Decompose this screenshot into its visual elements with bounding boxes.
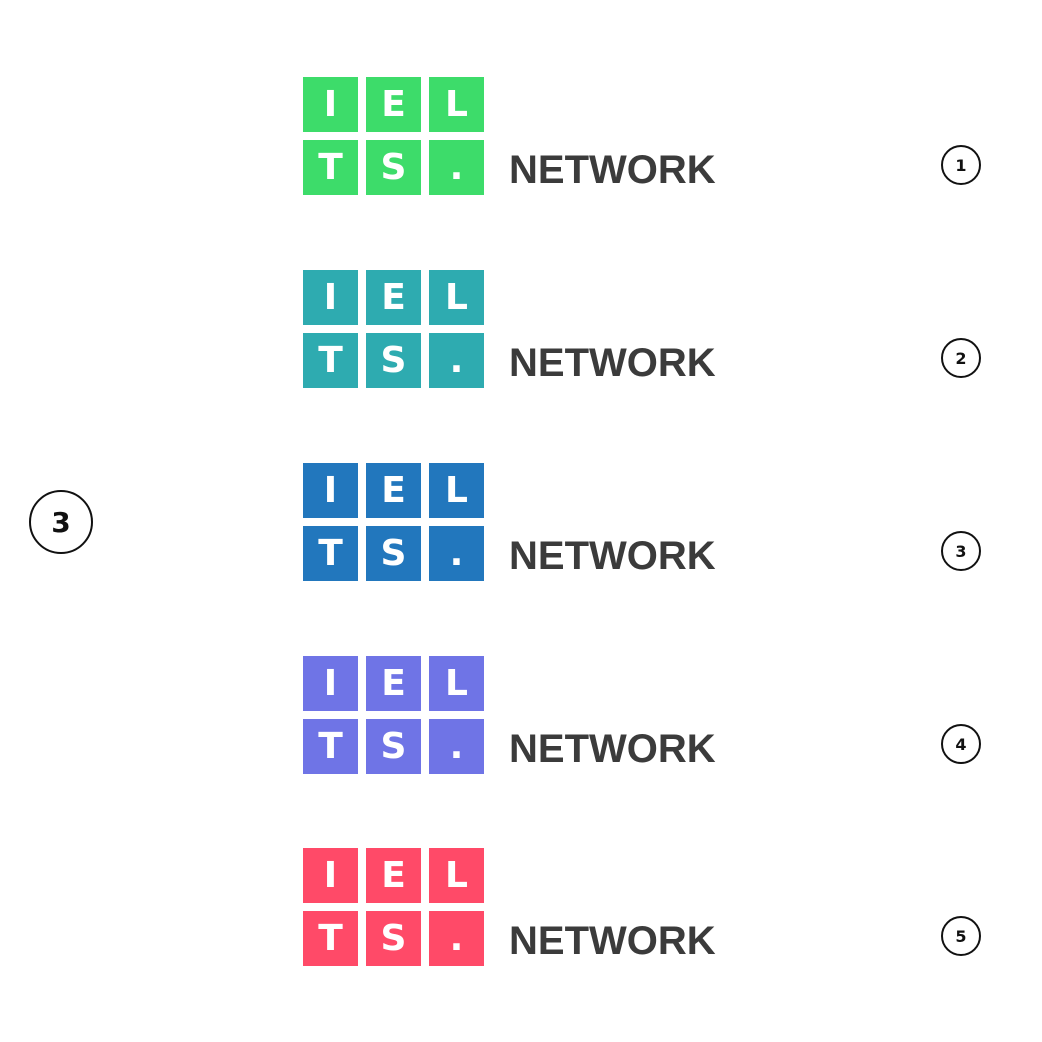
logo-tile: L	[429, 270, 484, 325]
logo-tile: L	[429, 656, 484, 711]
logo-wordmark: NETWORK	[509, 534, 716, 578]
logo-tile: E	[366, 270, 421, 325]
variant-number-marker: 4	[941, 724, 981, 764]
logo-tile: L	[429, 848, 484, 903]
logo-tile: E	[366, 656, 421, 711]
selected-variant-marker: 3	[29, 490, 93, 554]
logo-tile: T	[303, 526, 358, 581]
logo-tile: E	[366, 463, 421, 518]
logo-tile: S	[366, 526, 421, 581]
logo-tile: .	[429, 719, 484, 774]
variant-number-marker: 1	[941, 145, 981, 185]
logo-tile: L	[429, 77, 484, 132]
logo-tile: S	[366, 911, 421, 966]
logo-tile: S	[366, 333, 421, 388]
logo-tile: E	[366, 848, 421, 903]
logo-tile: .	[429, 333, 484, 388]
variant-number-marker: 2	[941, 338, 981, 378]
variant-number-marker: 5	[941, 916, 981, 956]
logo-wordmark: NETWORK	[509, 341, 716, 385]
logo-tile: I	[303, 656, 358, 711]
logo-wordmark: NETWORK	[509, 919, 716, 963]
logo-tile: S	[366, 140, 421, 195]
variant-number-marker: 3	[941, 531, 981, 571]
logo-tile: .	[429, 140, 484, 195]
logo-tile: T	[303, 140, 358, 195]
logo-tile: T	[303, 911, 358, 966]
logo-tile: .	[429, 911, 484, 966]
logo-tile: I	[303, 270, 358, 325]
logo-tile: I	[303, 463, 358, 518]
logo-tile: T	[303, 333, 358, 388]
logo-tile: E	[366, 77, 421, 132]
logo-tile: .	[429, 526, 484, 581]
logo-tile: I	[303, 77, 358, 132]
logo-wordmark: NETWORK	[509, 727, 716, 771]
logo-wordmark: NETWORK	[509, 148, 716, 192]
logo-tile: I	[303, 848, 358, 903]
logo-tile: L	[429, 463, 484, 518]
logo-tile: S	[366, 719, 421, 774]
logo-tile: T	[303, 719, 358, 774]
